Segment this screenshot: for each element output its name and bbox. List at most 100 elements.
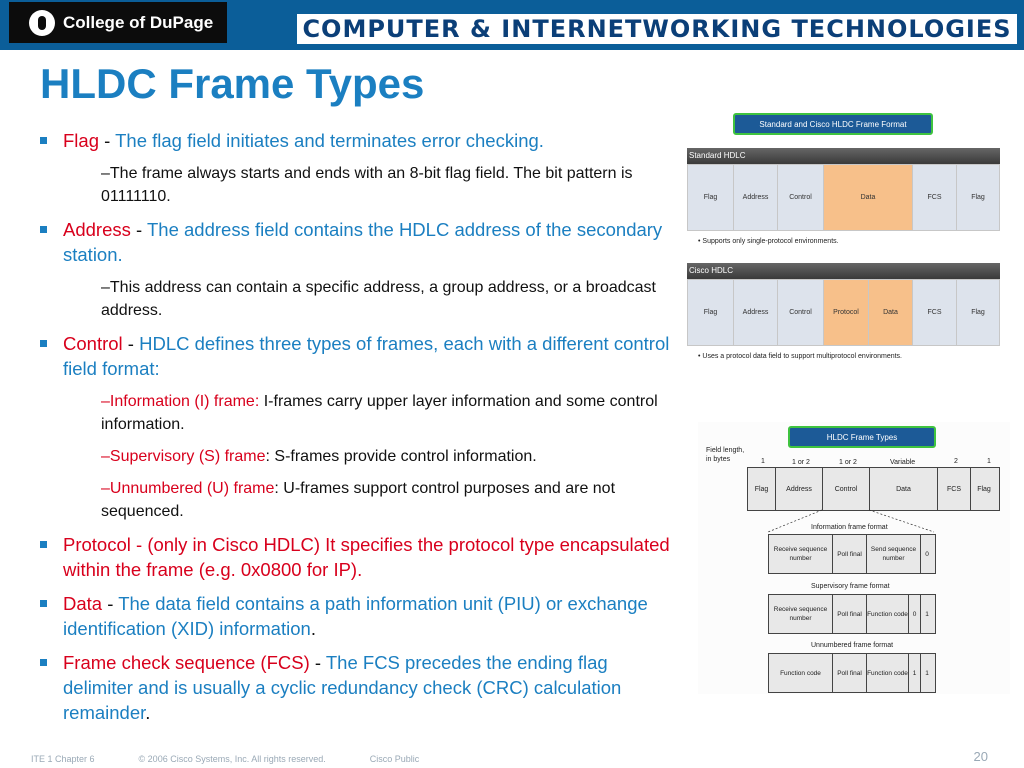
poll-final-field: Poll final — [833, 595, 867, 633]
sup-frame-format: Receive sequence number Poll final Funct… — [768, 594, 936, 634]
slide-title: HLDC Frame Types — [40, 60, 425, 107]
bullet-text: The flag field initiates and terminates … — [115, 130, 544, 151]
standard-hdlc-label: Standard HDLC — [687, 148, 1000, 164]
footer-chapter: ITE 1 Chapter 6 — [31, 754, 95, 764]
department-banner: COMPUTER & INTERNETWORKING TECHNOLOGIES — [297, 14, 1017, 44]
figure2-caption: HLDC Frame Types — [788, 426, 936, 448]
bullet-fcs: Frame check sequence (FCS) - The FCS pre… — [38, 650, 623, 725]
bit-field: 1 — [925, 669, 929, 677]
banner-text: COMPUTER & INTERNETWORKING TECHNOLOGIES — [302, 15, 1012, 43]
sub-label: –Information (I) frame: — [101, 393, 260, 410]
slide-footer: ITE 1 Chapter 6 © 2006 Cisco Systems, In… — [31, 754, 463, 764]
bit-field: 1 — [925, 610, 929, 618]
sub-text: : U-frames support control purposes and … — [101, 480, 616, 520]
function-code-field: Function code — [867, 654, 909, 692]
bullet-control: Control - HDLC defines three types of fr… — [38, 331, 678, 381]
sup-frame-title: Supervisory frame format — [811, 583, 890, 590]
frame-types-figure: HLDC Frame Types Field length, in bytes … — [698, 422, 1010, 694]
length-value: 1 or 2 — [839, 459, 857, 466]
field-flag: Flag — [688, 280, 734, 345]
field-fcs: FCS — [938, 468, 971, 510]
bullet-term: Flag — [63, 130, 99, 151]
function-code-field: Function code — [769, 654, 833, 692]
field-flag: Flag — [748, 468, 776, 510]
length-value: 2 — [954, 458, 958, 465]
info-frame-title: Information frame format — [811, 524, 888, 531]
sub-bullet: –This address can contain a specific add… — [101, 279, 656, 319]
bullet-text: - (only in Cisco HDLC) It specifies the … — [63, 534, 670, 580]
field-address: Address — [734, 165, 778, 230]
length-value: 1 — [987, 458, 991, 465]
bullet-term: Address — [63, 219, 131, 240]
field-protocol: Protocol — [824, 280, 869, 345]
cisco-hdlc-label: Cisco HDLC — [687, 263, 1000, 279]
field-data: Data — [870, 468, 938, 510]
sub-bullet: –Unnumbered (U) frame: U-frames support … — [101, 477, 678, 523]
unn-frame-format: Function code Poll final Function code 1… — [768, 653, 936, 693]
cisco-hdlc-frame: Flag Address Control Protocol Data FCS F… — [687, 279, 1000, 346]
bullet-text: HDLC defines three types of frames, each… — [63, 333, 670, 379]
bullet-text: The FCS precedes the ending flag delimit… — [63, 652, 622, 723]
sub-label: –Unnumbered (U) frame — [101, 480, 275, 497]
hdlc-frame: Flag Address Control Data FCS Flag — [747, 467, 1000, 511]
page-number: 20 — [973, 749, 988, 764]
length-value: 1 or 2 — [792, 459, 810, 466]
field-address: Address — [776, 468, 823, 510]
bullet-term: Frame check sequence (FCS) — [63, 652, 310, 673]
bit-field: 1 — [909, 654, 921, 692]
bullet-end: . — [310, 618, 316, 639]
sub-text: I-frames carry upper layer information a… — [101, 393, 658, 433]
field-data: Data — [869, 280, 913, 345]
length-value: Variable — [890, 459, 916, 466]
bullet-text: The address field contains the HDLC addr… — [63, 219, 663, 265]
field-address: Address — [734, 280, 778, 345]
standard-hdlc-frame: Flag Address Control Data FCS Flag — [687, 164, 1000, 231]
field-flag: Flag — [688, 165, 734, 230]
bullet-sep: - — [130, 219, 147, 240]
bullet-protocol: Protocol - (only in Cisco HDLC) It speci… — [38, 532, 678, 582]
bullet-list: Flag - The flag field initiates and term… — [38, 128, 678, 734]
bullet-address: Address - The address field contains the… — [38, 217, 678, 267]
field-flag: Flag — [971, 194, 985, 201]
sub-label: –Supervisory (S) frame — [101, 448, 266, 465]
field-length-unit: in bytes — [706, 456, 731, 463]
footer-classification: Cisco Public — [369, 754, 420, 764]
expansion-lines — [767, 509, 935, 533]
field-flag: Flag — [977, 485, 991, 493]
bullet-term: Control — [63, 333, 123, 354]
header-bar: College of DuPage COMPUTER & INTERNETWOR… — [0, 0, 1024, 50]
field-control: Control — [823, 468, 870, 510]
bullet-flag: Flag - The flag field initiates and term… — [38, 128, 678, 153]
bullet-term: Protocol — [63, 534, 131, 555]
poll-final-field: Poll final — [833, 654, 867, 692]
bullet-text: The data field contains a path informati… — [63, 593, 648, 639]
field-fcs: FCS — [913, 165, 957, 230]
field-control: Control — [778, 280, 824, 345]
field-flag: Flag — [971, 309, 985, 316]
standard-hdlc-note: • Supports only single-protocol environm… — [698, 238, 839, 245]
length-value: 1 — [761, 458, 765, 465]
sub-bullet: –Information (I) frame: I-frames carry u… — [101, 390, 678, 436]
bullet-term: Data — [63, 593, 103, 614]
field-data: Data — [824, 165, 913, 230]
bullet-end: . — [145, 702, 151, 723]
info-frame-format: Receive sequence number Poll final Send … — [768, 534, 936, 574]
bullet-sep: - — [309, 652, 326, 673]
field-length-label: Field length, — [706, 447, 745, 454]
logo-text: College of DuPage — [63, 12, 214, 32]
sub-bullet: –Supervisory (S) frame: S-frames provide… — [101, 445, 678, 468]
receive-seq-field: Receive sequence number — [769, 595, 833, 633]
cisco-hdlc-note: • Uses a protocol data field to support … — [698, 353, 902, 360]
unn-frame-title: Unnumbered frame format — [811, 642, 894, 649]
send-seq-field: Send sequence number — [867, 535, 921, 573]
sub-bullet: –The frame always starts and ends with a… — [101, 165, 633, 205]
bit-field: 0 — [909, 595, 921, 633]
bullet-sep: - — [122, 333, 140, 354]
receive-seq-field: Receive sequence number — [769, 535, 833, 573]
field-control: Control — [778, 165, 824, 230]
field-fcs: FCS — [913, 280, 957, 345]
bullet-sep: - — [99, 130, 116, 151]
bit-field: 0 — [925, 550, 929, 558]
poll-final-field: Poll final — [833, 535, 867, 573]
dupage-logo-icon — [29, 9, 55, 36]
